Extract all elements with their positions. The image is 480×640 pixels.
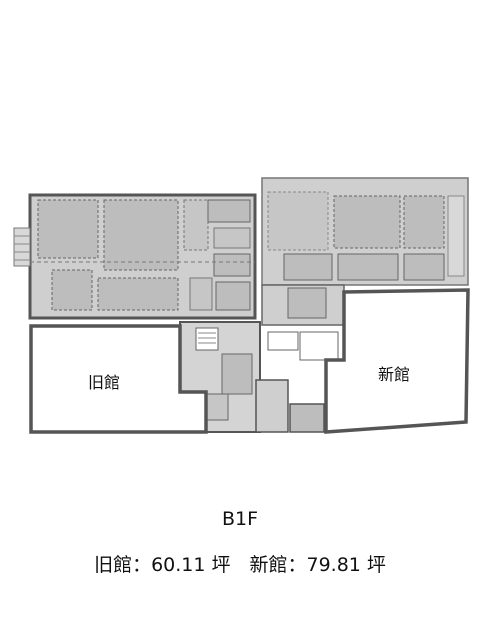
new-building-basement-area xyxy=(261,177,469,326)
old-building-label: 旧館 xyxy=(88,373,120,392)
area-summary: 旧館：60.11 坪 新館：79.81 坪 xyxy=(94,554,386,576)
central-core xyxy=(179,321,339,433)
old-building-basement-area xyxy=(13,193,257,320)
floor-label: B1F xyxy=(221,508,259,530)
new-building-label: 新館 xyxy=(378,365,410,384)
new-building-zone: 新館 xyxy=(324,288,470,434)
old-building-zone: 旧館 xyxy=(29,324,208,434)
